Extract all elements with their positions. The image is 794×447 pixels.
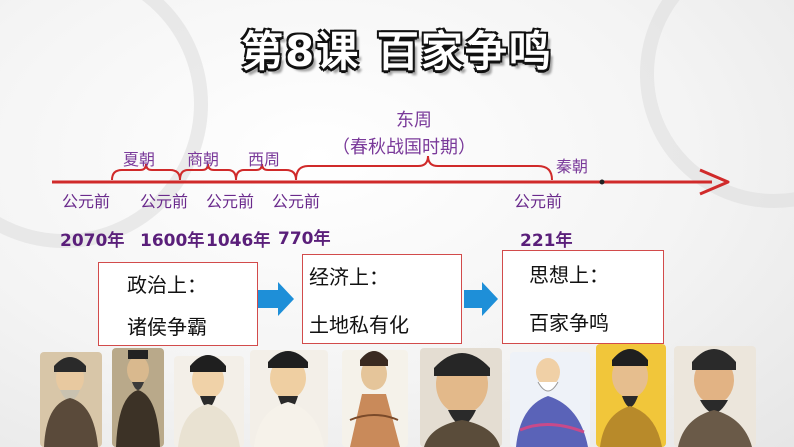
flow-arrow-1-icon (258, 282, 294, 316)
brace-xia (111, 163, 181, 181)
timeline-year-1: 2070年 (60, 231, 125, 251)
dynasty-dongzhou-period: （春秋战国时期） (332, 137, 476, 158)
economy-box: 经济上： 土地私有化 (302, 254, 462, 344)
portrait-3-icon (174, 355, 244, 447)
timeline-arrowhead (699, 168, 730, 196)
timeline-year-3: 1046年 (206, 231, 271, 251)
brace-dongzhou (295, 155, 553, 181)
thought-box: 思想上： 百家争鸣 (502, 250, 664, 344)
thought-heading: 思想上： (529, 263, 609, 287)
politics-box: 政治上： 诸侯争霸 (98, 262, 258, 346)
thought-content: 百家争鸣 (529, 311, 609, 335)
portrait-4-icon (250, 350, 328, 447)
timeline-prefix-2: 公元前 (140, 192, 189, 211)
timeline-year-5: 221年 (520, 231, 573, 251)
politics-content: 诸侯争霸 (127, 315, 207, 339)
economy-content: 土地私有化 (309, 313, 409, 337)
politics-heading: 政治上： (127, 273, 207, 297)
timeline-prefix-5: 公元前 (514, 192, 563, 211)
dynasty-xizhou: 西周 (248, 150, 281, 169)
brace-shang (179, 163, 237, 181)
portrait-5-icon (342, 350, 408, 447)
flow-arrow-2-icon (464, 282, 498, 316)
dynasty-dongzhou: 东周 (396, 110, 432, 131)
portrait-9-icon (674, 346, 756, 447)
economy-heading: 经济上： (309, 265, 389, 289)
timeline-prefix-1: 公元前 (62, 192, 111, 211)
timeline-year-4: 770年 (278, 229, 331, 249)
portrait-2-icon (112, 348, 164, 447)
portrait-1-icon (40, 352, 102, 447)
dynasty-qin: 秦朝 (556, 157, 589, 176)
portrait-6-icon (420, 348, 502, 447)
portrait-7-icon (510, 352, 590, 447)
portrait-8-icon (596, 344, 666, 447)
timeline-prefix-4: 公元前 (272, 192, 321, 211)
dynasty-xia: 夏朝 (123, 150, 156, 169)
brace-xizhou (235, 163, 297, 181)
timeline-prefix-3: 公元前 (206, 192, 255, 211)
timeline-dot-qin (599, 179, 605, 185)
page-title: 第8课 百家争鸣 (241, 27, 553, 76)
dynasty-shang: 商朝 (187, 150, 220, 169)
timeline-year-2: 1600年 (140, 231, 205, 251)
